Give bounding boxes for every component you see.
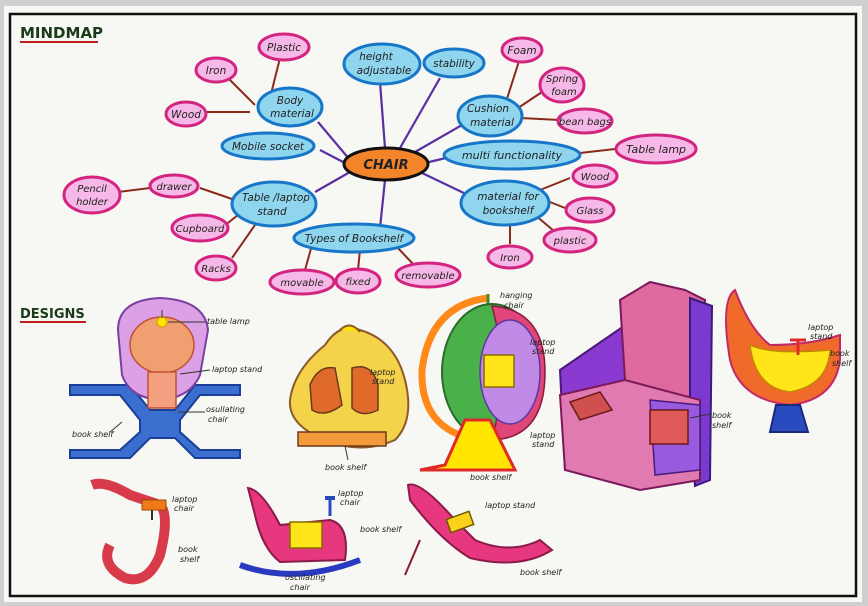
- node-multi-functionality: multi functionality: [444, 141, 580, 169]
- node-label: height: [359, 51, 393, 63]
- node-label: Mobile socket: [232, 141, 305, 153]
- node-table-laptop-stand: Table /laptop stand: [232, 182, 316, 226]
- node-label: adjustable: [357, 65, 412, 77]
- design-3-hanging-chair: [420, 294, 545, 470]
- d1-book-shelf: book shelf: [72, 430, 114, 439]
- d1-laptop-stand: laptop stand: [212, 365, 263, 374]
- mindmap-heading: MINDMAP: [20, 24, 103, 42]
- d2-laptop-stand-2: stand: [372, 377, 395, 386]
- node-label: material: [470, 117, 514, 129]
- d2-laptop-stand: laptop: [370, 368, 395, 377]
- leaf-movable: movable: [280, 278, 323, 289]
- node-body-material: Body material: [258, 88, 322, 126]
- d6-book-shelf-2: shelf: [180, 555, 200, 564]
- d3-book-shelf: book shelf: [470, 473, 512, 482]
- d6-book-shelf: book: [178, 545, 198, 554]
- node-label: Cushion: [467, 103, 509, 115]
- node-label: stability: [433, 58, 476, 70]
- leaf-drawer: drawer: [156, 182, 192, 193]
- leaf-glass: Glass: [576, 206, 603, 217]
- leaf-iron: Iron: [206, 65, 227, 77]
- d3-laptop-stand-2: stand: [532, 347, 555, 356]
- leaf-foam: Foam: [507, 45, 536, 57]
- node-label: Types of Bookshelf: [305, 233, 406, 245]
- leaf-bean-bags: bean bags: [559, 117, 611, 128]
- d7-book-shelf: book shelf: [360, 525, 402, 534]
- d3-laptop-stand: laptop: [530, 338, 555, 347]
- d3-hanging-chair: hanging: [500, 291, 533, 300]
- leaf-removable: removable: [401, 271, 454, 282]
- design-5-tulip-chair: [726, 290, 840, 432]
- leaf-cupboard: Cupboard: [176, 224, 225, 235]
- d2-book-shelf: book shelf: [325, 463, 367, 472]
- d8-book-shelf: book shelf: [520, 568, 562, 577]
- d5-book-shelf: book: [830, 349, 850, 358]
- leaf-pencil-holder-2: holder: [76, 197, 109, 208]
- node-label: bookshelf: [483, 205, 536, 217]
- node-stability: stability: [424, 49, 484, 77]
- d1-oscillating-chair-2: chair: [208, 415, 229, 424]
- leaf-fixed: fixed: [346, 277, 372, 288]
- node-label: Body: [277, 95, 304, 107]
- d6-laptop-chair: laptop: [172, 495, 197, 504]
- node-height-adjustable: height adjustable: [344, 44, 420, 84]
- d7-laptop-chair: laptop: [338, 489, 363, 498]
- d7-laptop-chair-2: chair: [340, 498, 361, 507]
- d3-hanging-chair-2: chair: [504, 301, 525, 310]
- leaf-spring-foam: Spring: [546, 74, 578, 85]
- d4-laptop-stand: laptop: [530, 431, 555, 440]
- d5-book-shelf-2: shelf: [832, 359, 852, 368]
- d6-laptop-chair-2: chair: [174, 504, 195, 513]
- leaf-iron-right: Iron: [500, 253, 520, 264]
- node-label: multi functionality: [462, 149, 563, 162]
- d1-table-lamp: table lamp: [207, 317, 250, 326]
- leaf-pencil-holder: Pencil: [77, 184, 107, 195]
- leaf-wood-right: Wood: [581, 172, 610, 183]
- d4-book-shelf: book: [712, 411, 732, 420]
- design-2-bean-chair: [290, 325, 408, 447]
- mindmap-center-chair: CHAIR: [344, 148, 428, 180]
- node-cushion-material: Cushion material: [458, 96, 522, 136]
- node-label: stand: [257, 206, 287, 218]
- leaf-table-lamp: Table lamp: [626, 143, 686, 156]
- node-material-for-bookshelf: material for bookshelf: [461, 181, 549, 225]
- d7-oscillating-chair-2: chair: [290, 583, 311, 592]
- leaf-wood: Wood: [171, 109, 201, 121]
- designs-heading: DESIGNS: [20, 307, 85, 322]
- node-label: material for: [477, 191, 539, 203]
- d8-laptop-stand: laptop stand: [485, 501, 536, 510]
- d4-book-shelf-2: shelf: [712, 421, 732, 430]
- d4-laptop-stand-2: stand: [532, 440, 555, 449]
- center-label: CHAIR: [363, 158, 408, 173]
- leaf-plastic: Plastic: [267, 42, 301, 54]
- d5-laptop-stand-2: stand: [810, 332, 833, 341]
- node-mobile-socket: Mobile socket: [222, 133, 314, 159]
- design-4-armchair: [560, 282, 712, 490]
- leaf-spring-foam-2: foam: [551, 87, 577, 98]
- design-8-lounge-chair: [405, 484, 552, 575]
- d5-laptop-stand: laptop: [808, 323, 833, 332]
- design-6-hook-chair: [92, 484, 166, 580]
- node-types-of-bookshelf: Types of Bookshelf: [294, 224, 414, 252]
- d1-oscillating-chair: osullating: [206, 405, 245, 414]
- leaf-plastic-right: plastic: [553, 236, 587, 247]
- node-label: Table /laptop: [242, 192, 310, 204]
- node-label: material: [270, 108, 314, 120]
- leaf-racks: Racks: [201, 264, 231, 275]
- d7-oscillating-chair: oscillating: [285, 573, 326, 582]
